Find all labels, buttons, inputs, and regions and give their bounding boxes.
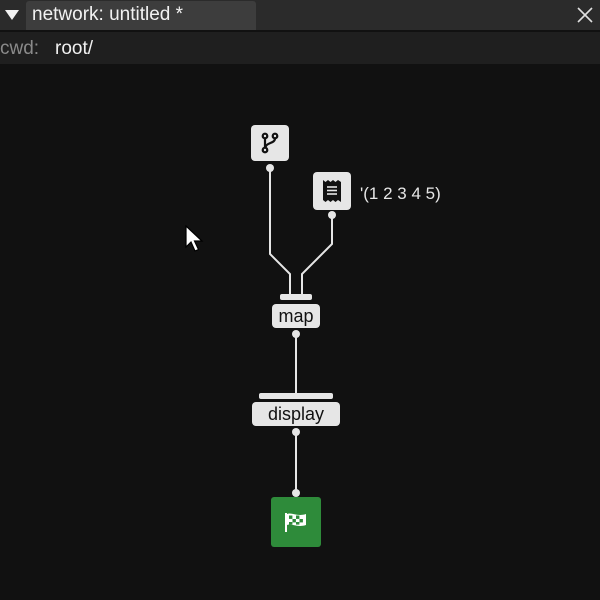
receipt-icon — [323, 180, 341, 202]
close-icon[interactable] — [570, 0, 600, 30]
mouse-pointer-icon — [185, 225, 204, 252]
list-value: '(1 2 3 4 5) — [360, 184, 441, 203]
map-input-bar — [280, 294, 312, 300]
display-node[interactable]: display — [252, 402, 340, 426]
network-canvas[interactable]: '(1 2 3 4 5) map display — [0, 64, 600, 600]
display-input-bar — [259, 393, 333, 399]
list-node[interactable] — [313, 172, 351, 210]
menu-toggle-icon[interactable] — [0, 0, 24, 30]
git-branch-icon — [261, 132, 279, 154]
cwd-path[interactable]: root/ — [55, 38, 94, 59]
wires — [266, 164, 336, 497]
display-label: display — [267, 403, 325, 424]
cwd-bar: cwd: root/ — [0, 32, 600, 64]
cwd-label: cwd: — [0, 38, 40, 59]
output-node[interactable] — [271, 497, 321, 547]
map-label: map — [278, 305, 314, 326]
map-node[interactable]: map — [272, 304, 320, 328]
network-tab[interactable]: network: untitled * — [26, 1, 256, 30]
checkered-flag-icon — [285, 513, 306, 532]
title-bar: network: untitled * — [0, 0, 600, 30]
branch-node[interactable] — [251, 125, 289, 161]
tab-title: network: untitled * — [32, 4, 184, 25]
